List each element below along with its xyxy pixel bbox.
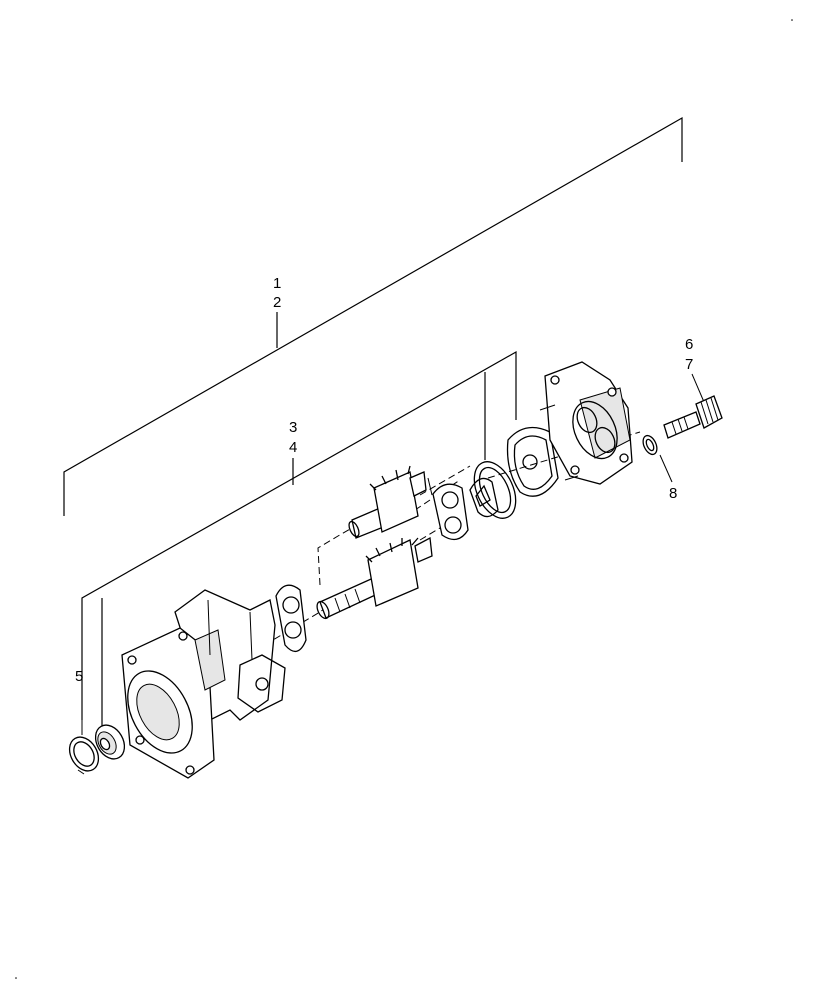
callout-2: 2 — [273, 294, 281, 311]
retaining-ring — [68, 736, 100, 775]
front-bearing-plate — [275, 584, 307, 652]
callout-8: 8 — [669, 485, 677, 502]
rear-cover-housing — [539, 361, 633, 485]
drive-gear-shaft — [316, 536, 433, 620]
callout-7: 7 — [685, 356, 693, 373]
rear-cover-gasket — [506, 426, 559, 497]
callout-1: 1 — [273, 275, 281, 292]
callout-3: 3 — [289, 419, 297, 436]
front-housing — [121, 589, 286, 779]
callout-4: 4 — [289, 439, 297, 456]
callout-6: 6 — [685, 336, 693, 353]
bracket-assembly-1-2 — [63, 116, 683, 516]
washer — [642, 434, 658, 456]
mounting-bolt — [663, 395, 723, 439]
leader-6-7 — [691, 373, 705, 403]
shaft-seal — [94, 724, 126, 760]
corner-dot-top-right — [791, 19, 793, 21]
bracket-seal-kit-3-4 — [81, 350, 517, 728]
leader-8 — [659, 454, 673, 483]
corner-dot-bottom-left — [15, 977, 17, 979]
rear-bearing-plate — [427, 477, 469, 541]
idler-gear — [348, 465, 427, 539]
callout-5: 5 — [75, 668, 83, 685]
backplate-gasket — [473, 461, 517, 519]
